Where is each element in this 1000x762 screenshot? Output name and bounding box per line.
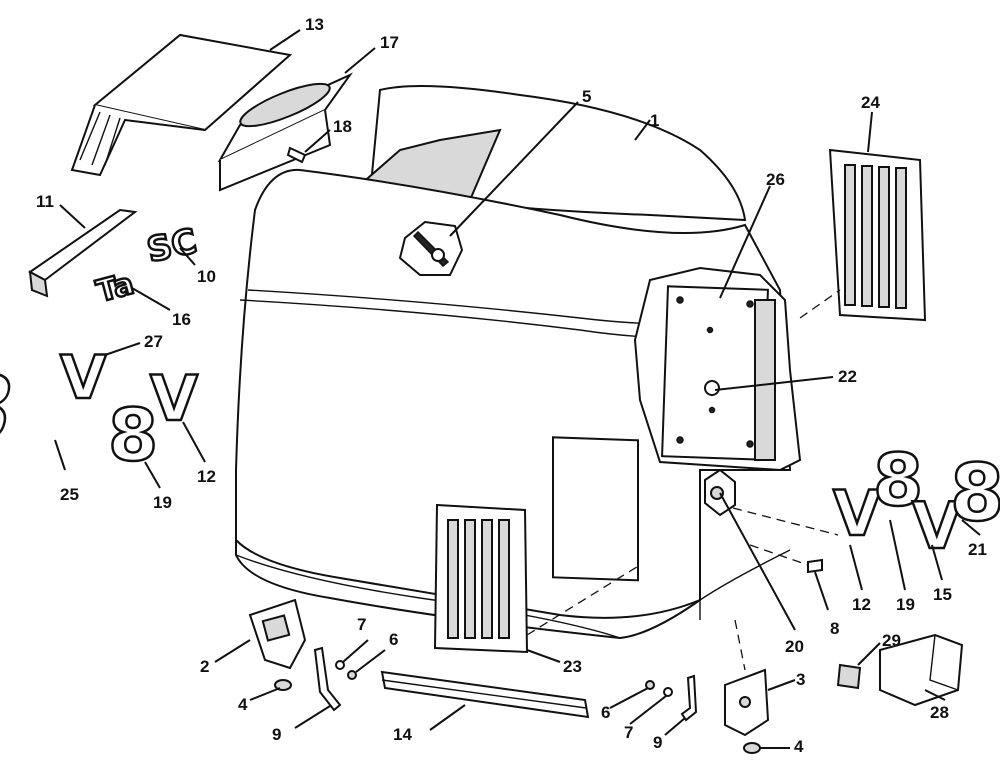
fitting-29 [836,663,862,690]
callout-18: 18 [333,117,352,136]
svg-text:8: 8 [0,358,22,462]
svg-text:8: 8 [950,449,1000,539]
svg-text:V: V [60,343,107,413]
pad-28 [879,633,964,707]
svg-text:8: 8 [108,393,158,477]
louver [217,72,353,192]
decal-sc: SC [142,220,201,272]
callout-7-left: 7 [357,615,366,634]
hood-scoop [70,33,293,177]
v-emblem-27: V [59,342,109,415]
callout-11: 11 [36,192,54,211]
clip-9-left [313,646,342,712]
eight-emblem-25: 8 [0,356,23,463]
callout-2: 2 [200,657,209,676]
callout-4-left: 4 [238,695,248,714]
callout-25: 25 [60,485,79,504]
grille-bottom [433,503,529,654]
callout-12-right: 12 [852,595,871,614]
washer-7-left [335,660,345,670]
callout-5: 5 [582,87,591,106]
leader-lines [54,29,981,749]
guide-lines [526,289,841,671]
screw-6-right [645,680,655,690]
svg-text:SC: SC [144,221,201,270]
callout-4-right: 4 [794,737,804,756]
foot-4-right [743,742,761,754]
callout-20: 20 [785,637,804,656]
callout-6-left: 6 [389,630,398,649]
grille-top [828,148,927,322]
rail [380,670,590,719]
svg-text:8: 8 [873,438,923,522]
callout-1: 1 [650,111,659,130]
svg-text:V: V [912,490,962,564]
screw-8 [807,558,823,574]
decal-ta: Ta [92,265,139,311]
callout-13: 13 [305,15,324,34]
callout-labels: 1 2 3 4 4 5 6 6 7 7 8 9 9 10 11 12 12 13… [36,15,987,756]
svg-text:V: V [833,477,881,550]
callout-24: 24 [861,93,880,112]
callout-6-right: 6 [601,703,610,722]
callout-9-left: 9 [272,725,281,744]
callout-12-left: 12 [197,467,216,486]
v-emblem-12-right: V [832,476,883,552]
screw-6-left [347,670,357,680]
callout-26: 26 [766,170,785,189]
bolt-plate [398,220,464,276]
svg-text:V: V [150,362,198,435]
eight-emblem-21: 8 [949,448,1000,541]
callout-17: 17 [380,33,399,52]
screw-18 [286,146,307,164]
eight-emblem-19-left: 8 [107,392,160,479]
grommet [704,468,736,517]
v-emblem-12-left: V [149,361,200,437]
callout-16: 16 [172,310,191,329]
callout-19-right: 19 [896,595,915,614]
callout-29: 29 [882,631,901,650]
bracket-2 [248,598,307,670]
callout-22: 22 [838,367,857,386]
bracket-3 [724,668,770,737]
callout-9-right: 9 [653,733,662,752]
callout-21: 21 [968,540,987,559]
washer-7-right [663,687,673,697]
eight-emblem-19-right: 8 [872,437,925,524]
callout-14: 14 [393,725,412,744]
callout-7-right: 7 [624,723,633,742]
callout-15: 15 [933,585,952,604]
clip-9-right [680,674,698,722]
trim-strip [28,208,138,298]
svg-text:Ta: Ta [93,266,138,309]
callout-28: 28 [930,703,949,722]
callout-27: 27 [144,332,163,351]
callout-10: 10 [197,267,216,286]
access-panel [633,266,802,472]
callout-23: 23 [563,657,582,676]
callout-8: 8 [830,619,839,638]
callout-19-left: 19 [153,493,172,512]
v-emblem-15: V [911,489,964,566]
callout-3: 3 [796,670,805,689]
